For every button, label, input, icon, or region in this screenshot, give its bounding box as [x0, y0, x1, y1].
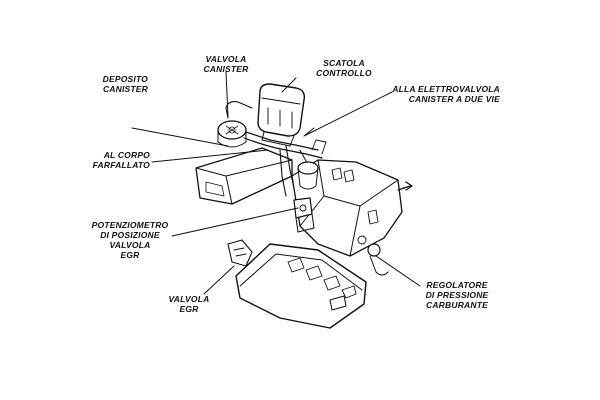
label-valvola-canister: VALVOLA CANISTER	[203, 54, 249, 74]
label-scatola-controllo: SCATOLA CONTROLLO	[316, 58, 372, 78]
label-elettrovalvola: ALLA ELETTROVALVOLA CANISTER A DUE VIE	[392, 84, 500, 104]
canister-deposit	[217, 120, 247, 148]
cylinder-head-cover	[227, 239, 367, 329]
leader-lines	[131, 71, 421, 295]
control-box	[257, 83, 306, 147]
label-deposito-canister: DEPOSITO CANISTER	[102, 74, 148, 94]
intake-manifold	[291, 159, 413, 257]
throttle-body	[297, 139, 327, 190]
egr-valve	[293, 197, 315, 233]
label-regolatore: REGOLATORE DI PRESSIONE CARBURANTE	[425, 280, 489, 310]
fuel-pressure-regulator	[367, 243, 389, 276]
label-valvola-egr: VALVOLA EGR	[168, 294, 210, 314]
label-potenziometro: POTENZIOMETRO DI POSIZIONE VALVOLA EGR	[91, 220, 169, 260]
label-corpo-farfallato: AL CORPO FARFALLATO	[92, 150, 150, 170]
